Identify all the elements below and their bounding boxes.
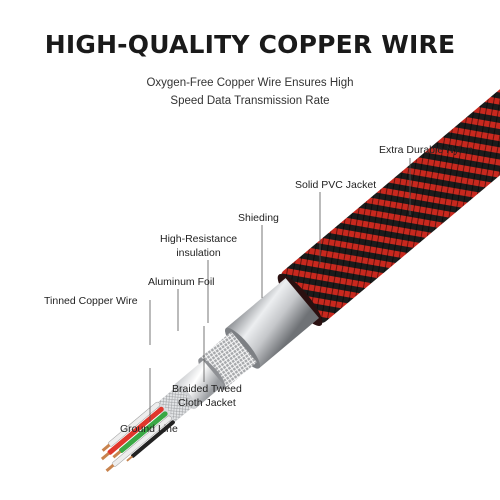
page-title: HIGH-QUALITY COPPER WIRE: [44, 30, 456, 59]
label-high-resistance-insulation: High-Resistance insulation: [160, 232, 237, 260]
label-braided-tweed-cloth-jacket: Braided Tweed Cloth Jacket: [172, 382, 242, 410]
label-insulation-line-1: High-Resistance: [160, 233, 238, 245]
label-ground-line: Ground Line: [120, 423, 178, 435]
label-braided-line-1: Braided Tweed: [172, 383, 242, 395]
nylon-jacket: [281, 84, 500, 323]
label-braided-line-2: Cloth Jacket: [178, 397, 236, 409]
subtitle: Oxygen-Free Copper Wire Ensures High Spe…: [0, 74, 500, 110]
cable-body: [100, 84, 500, 472]
label-insulation-line-2: insulation: [176, 247, 221, 259]
label-solid-pvc-jacket: Solid PVC Jacket: [295, 179, 377, 191]
label-extra-durable-nylon: Extra Durable Nylon: [379, 144, 473, 156]
label-aluminum-foil: Aluminum Foil: [148, 276, 215, 288]
label-shielding: Shieding: [238, 212, 279, 224]
subtitle-line-2: Speed Data Transmission Rate: [170, 95, 330, 107]
leader-lines: [149, 158, 411, 422]
subtitle-line-1: Oxygen-Free Copper Wire Ensures High: [146, 77, 354, 89]
label-tinned-copper-wire: Tinned Copper Wire: [44, 295, 138, 307]
inner-wires: [100, 401, 175, 472]
